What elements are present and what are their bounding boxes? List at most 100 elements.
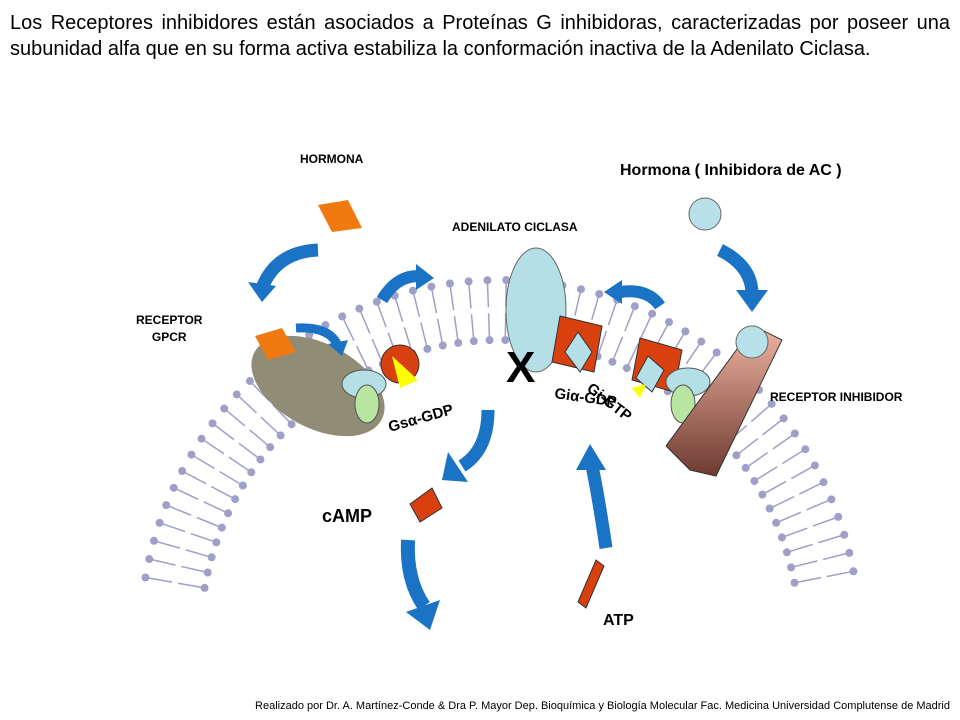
lipid-tail <box>487 313 491 341</box>
lipid-tail <box>449 283 455 311</box>
lipid-head <box>622 364 631 373</box>
lipid-tail <box>786 543 813 554</box>
lipid-tail <box>260 416 282 436</box>
lipid-head <box>266 443 275 452</box>
lipid-tail <box>185 549 212 559</box>
lipid-head <box>238 481 247 490</box>
inhibitory-hormone-label: Hormona ( Inhibidora de AC ) <box>620 162 842 179</box>
lipid-head <box>782 548 791 557</box>
lipid-tail <box>173 487 199 500</box>
inhibition-x-mark: X <box>506 343 535 392</box>
lipid-tail <box>467 281 472 309</box>
lipid-tail <box>165 504 192 516</box>
lipid-head <box>408 286 417 295</box>
atp-molecule <box>577 559 605 609</box>
lipid-head <box>849 567 858 576</box>
lipid-bilayer-membrane <box>141 276 858 592</box>
lipid-tail <box>228 456 252 473</box>
lipid-head <box>178 466 187 475</box>
lipid-tail <box>191 453 215 470</box>
lipid-head <box>845 548 854 557</box>
lipid-head <box>665 318 674 327</box>
lipid-head <box>208 419 217 428</box>
lipid-head <box>772 518 781 527</box>
lipid-head <box>464 277 473 286</box>
hormone-shape <box>318 200 362 232</box>
lipid-head <box>187 450 196 459</box>
lipid-head <box>141 573 150 582</box>
lipid-head <box>469 337 478 346</box>
arrow-hormone-to-receptor-icon <box>248 243 319 302</box>
lipid-tail <box>769 495 795 510</box>
lipid-tail <box>798 481 824 495</box>
arrow-gs-to-cyclase-icon <box>376 264 434 304</box>
lipid-tail <box>181 470 207 485</box>
lipid-head <box>750 477 759 486</box>
lipid-tail <box>822 552 850 561</box>
lipid-tail <box>790 464 816 480</box>
lipid-head <box>758 490 767 499</box>
lipid-head <box>608 357 617 366</box>
gi-gtp-diamond-2 <box>635 355 665 393</box>
lipid-tail <box>430 286 438 314</box>
gdp-marker-icon <box>392 356 418 388</box>
lipid-tail <box>341 316 355 342</box>
lipid-tail <box>782 448 806 465</box>
lipid-head <box>485 336 494 345</box>
lipid-head <box>741 463 750 472</box>
gtp-marker-icon <box>632 384 646 398</box>
lipid-head <box>445 279 454 288</box>
lipid-head <box>231 495 240 504</box>
lipid-tail <box>249 380 270 401</box>
lipid-head <box>483 276 492 285</box>
lipid-head <box>834 512 843 521</box>
lipid-head <box>681 327 690 336</box>
arrow-inhibitory-hormone-to-receptor-icon <box>716 244 768 312</box>
gpcr-receptor-label-line2: GPCR <box>151 330 187 344</box>
lipid-tail <box>358 308 371 334</box>
inhibitory-receptor-label: RECEPTOR INHIBIDOR <box>770 390 903 404</box>
lipid-head <box>145 555 154 564</box>
lipid-head <box>630 302 639 311</box>
lipid-head <box>501 336 510 345</box>
gpcr-receptor-label-line1: RECEPTOR <box>136 313 203 327</box>
lipid-tail <box>145 576 173 583</box>
lipid-tail <box>699 352 718 375</box>
lipid-tail <box>624 305 636 332</box>
lipid-tail <box>219 470 244 487</box>
lipid-tail <box>203 501 229 514</box>
inhibitory-hormone <box>688 197 722 231</box>
lipid-head <box>576 285 585 294</box>
intro-text: Los Receptores inhibidores están asociad… <box>10 12 950 60</box>
arrow-atp-to-cyclase-icon <box>576 444 613 549</box>
lipid-head <box>169 483 178 492</box>
arrow-gi-to-cyclase-icon <box>604 280 665 310</box>
lipid-tail <box>596 330 608 357</box>
lipid-head <box>765 504 774 513</box>
lipid-head <box>779 414 788 423</box>
lipid-head <box>423 344 432 353</box>
lipid-head <box>149 536 158 545</box>
lipid-tail <box>453 316 459 344</box>
lipid-tail <box>159 522 186 533</box>
lipid-head <box>790 578 799 587</box>
lipid-head <box>502 276 511 285</box>
lipid-tail <box>772 432 796 450</box>
lipid-tail <box>750 403 773 423</box>
lipid-tail <box>470 314 475 342</box>
lipid-tail <box>781 527 808 539</box>
lipid-head <box>767 399 776 408</box>
bound-inhibitory-hormone <box>735 325 769 359</box>
lipid-tail <box>745 451 769 469</box>
lipid-tail <box>626 343 639 369</box>
lipid-head <box>197 434 206 443</box>
lipid-tail <box>196 516 223 529</box>
lipid-head <box>256 455 265 464</box>
lipid-head <box>162 501 171 510</box>
lipid-tail <box>486 280 490 308</box>
lipid-tail <box>611 336 624 363</box>
lipid-tail <box>272 404 293 425</box>
lipid-tail <box>210 485 236 500</box>
lipid-head <box>203 568 212 577</box>
lipid-head <box>787 563 796 572</box>
